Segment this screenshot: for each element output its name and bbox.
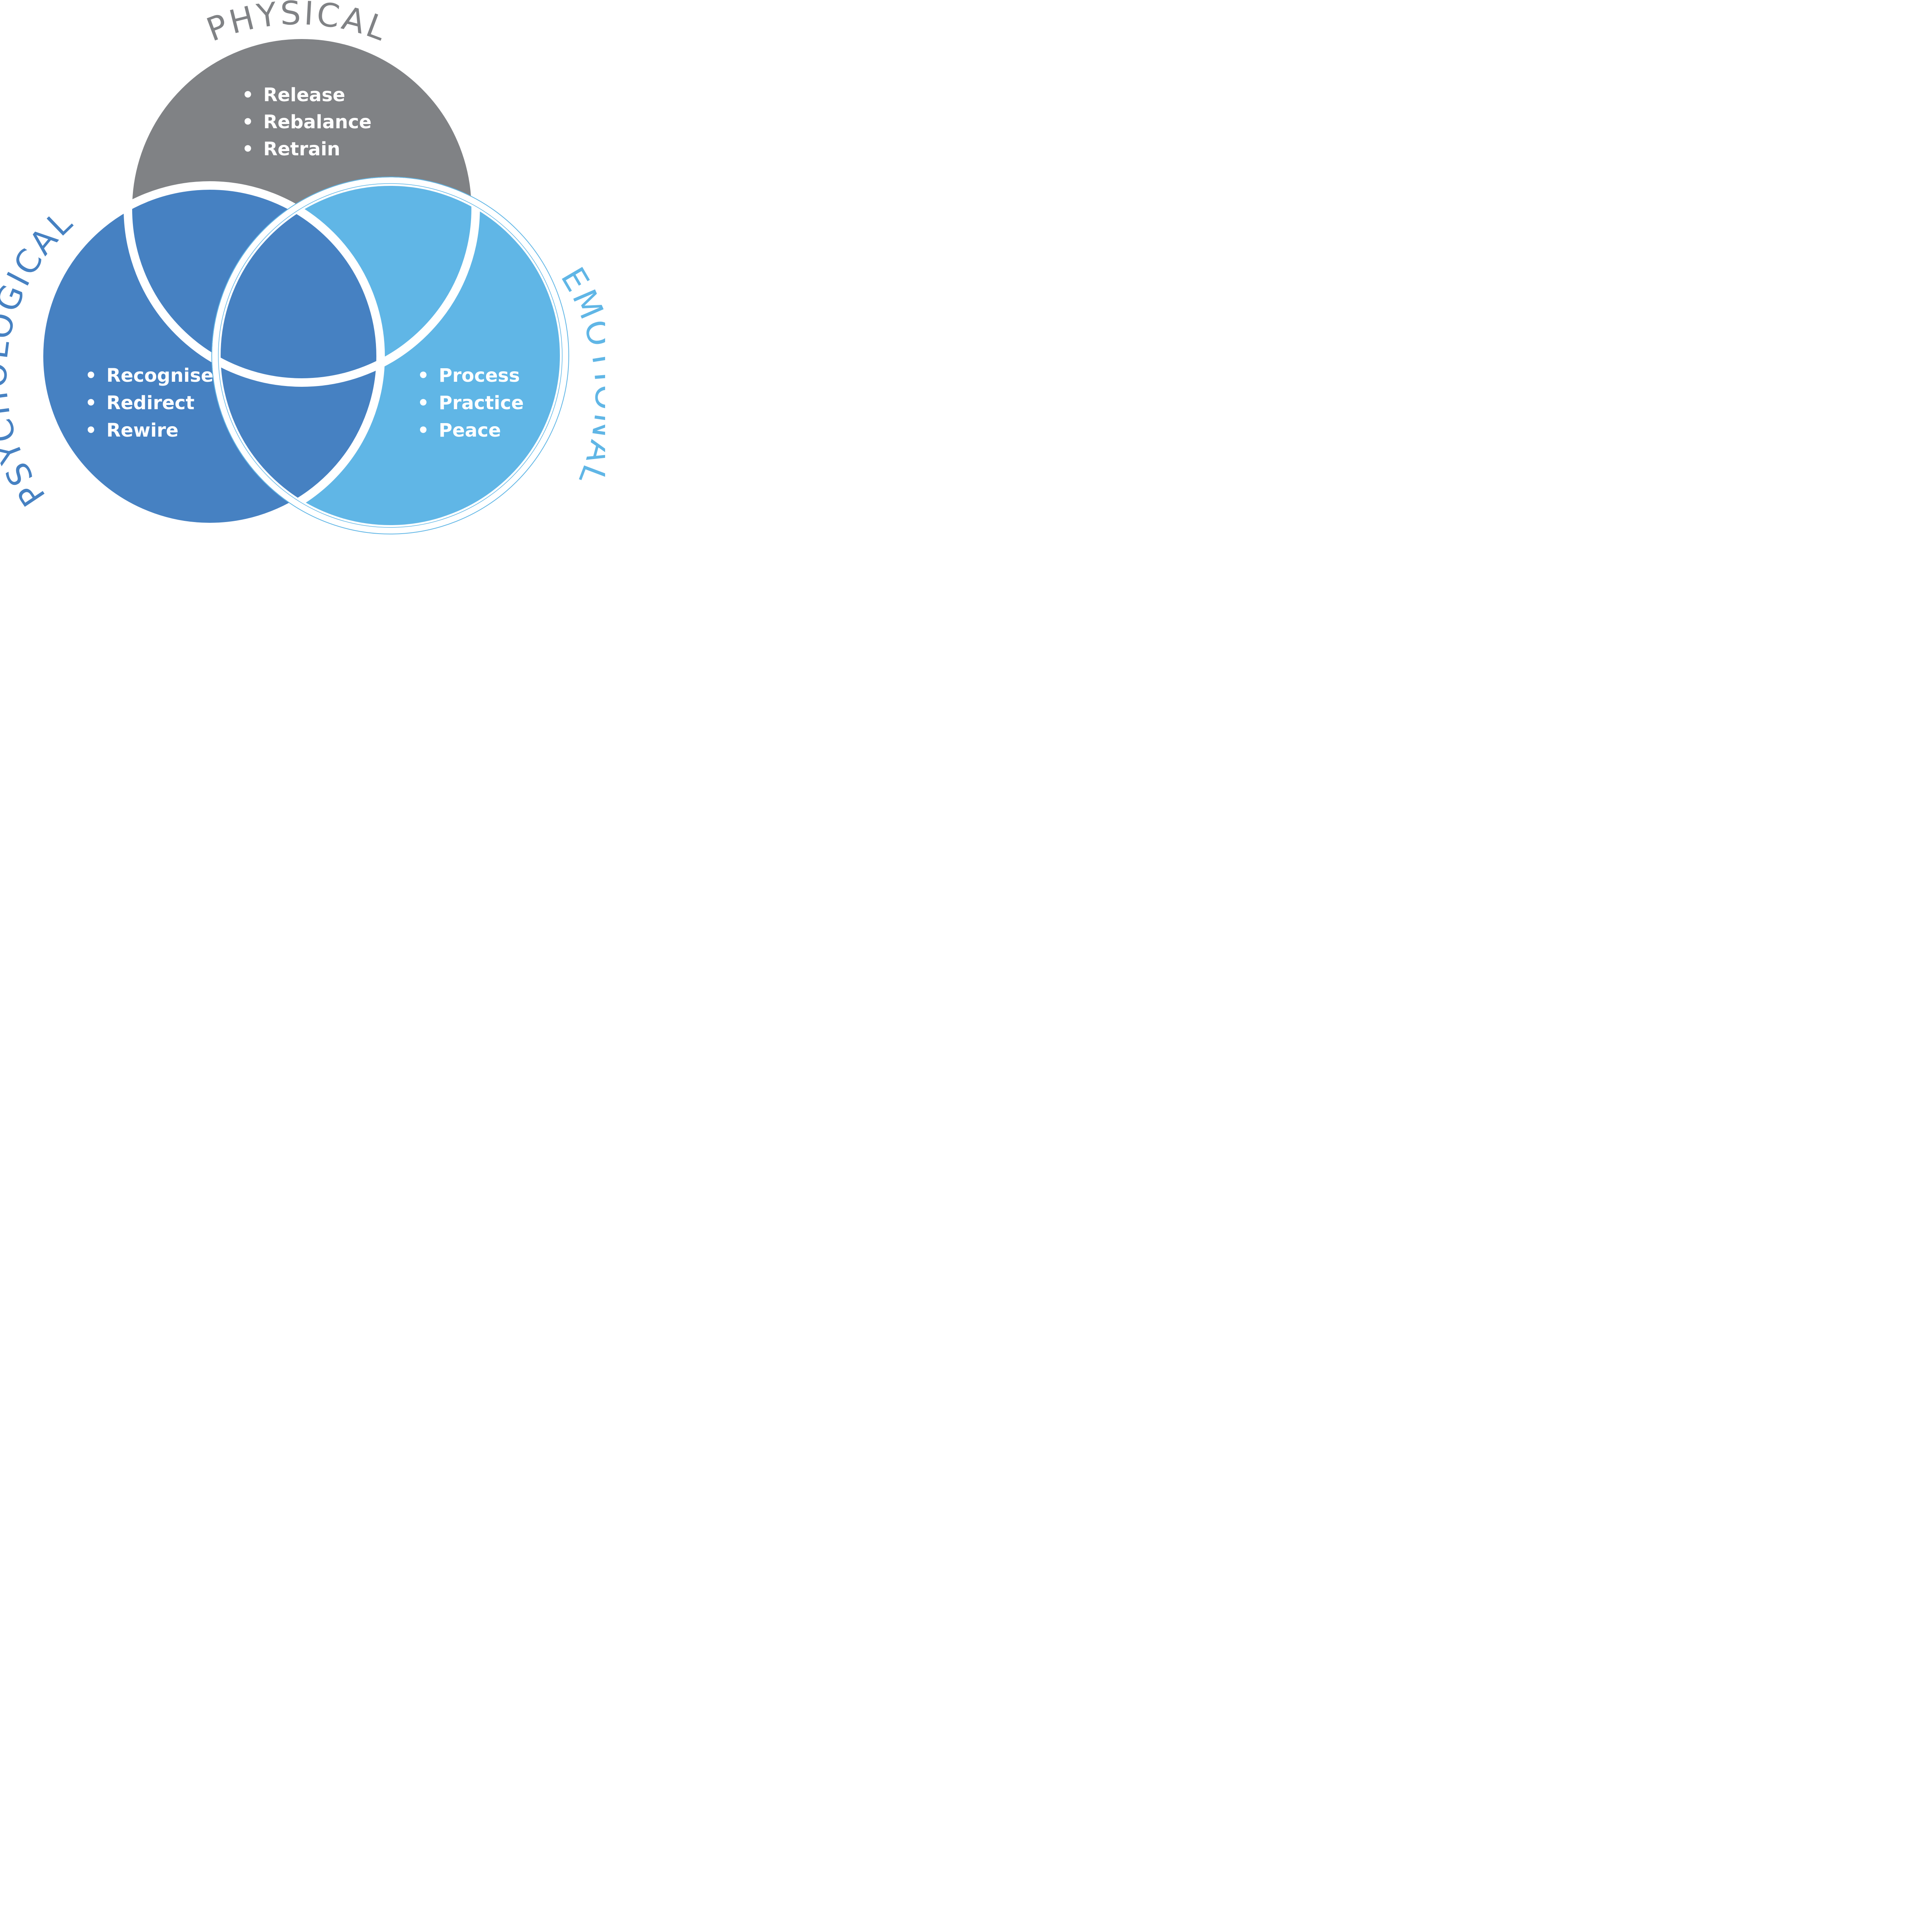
emotional-item-peace: Peace	[439, 420, 501, 441]
bullet-icon: •	[85, 365, 97, 386]
emotional-outline	[212, 177, 568, 534]
bullet-icon: •	[417, 420, 429, 441]
venn-diagram: PHYSICAL PSYCHOLOGICAL EMOTIONAL • Relea…	[0, 0, 605, 534]
physical-item-release: Release	[263, 84, 345, 106]
emotional-outer-ring	[211, 177, 569, 534]
bullet-icon: •	[242, 84, 254, 106]
physical-item-retrain: Retrain	[263, 138, 340, 160]
bullet-icon: •	[85, 392, 97, 414]
bullet-icon: •	[242, 138, 254, 160]
psychological-list: • Recognise • Redirect • Rewire	[85, 365, 213, 441]
physical-list: • Release • Rebalance • Retrain	[242, 84, 372, 160]
emotional-item-process: Process	[439, 365, 520, 386]
list-item: • Recognise	[85, 365, 213, 386]
list-item: • Redirect	[85, 392, 194, 414]
bullet-icon: •	[242, 111, 254, 133]
psychological-item-redirect: Redirect	[106, 392, 194, 414]
overlap-region-emotional	[213, 182, 384, 531]
bullet-icon: •	[85, 420, 97, 441]
list-item: • Rebalance	[242, 111, 372, 133]
list-item: • Practice	[417, 392, 524, 414]
list-item: • Release	[242, 84, 345, 106]
psychological-outline	[35, 181, 385, 531]
physical-item-rebalance: Rebalance	[263, 111, 371, 133]
emotional-inner-ring	[218, 183, 563, 528]
list-item: • Retrain	[242, 138, 340, 160]
psychological-item-rewire: Rewire	[106, 420, 179, 441]
psychological-item-recognise: Recognise	[106, 365, 213, 386]
list-item: • Peace	[417, 420, 501, 441]
bullet-icon: •	[417, 365, 429, 386]
list-item: • Process	[417, 365, 520, 386]
emotional-item-practice: Practice	[439, 392, 524, 414]
list-item: • Rewire	[85, 420, 179, 441]
emotional-list: • Process • Practice • Peace	[417, 365, 524, 441]
bullet-icon: •	[417, 392, 429, 414]
